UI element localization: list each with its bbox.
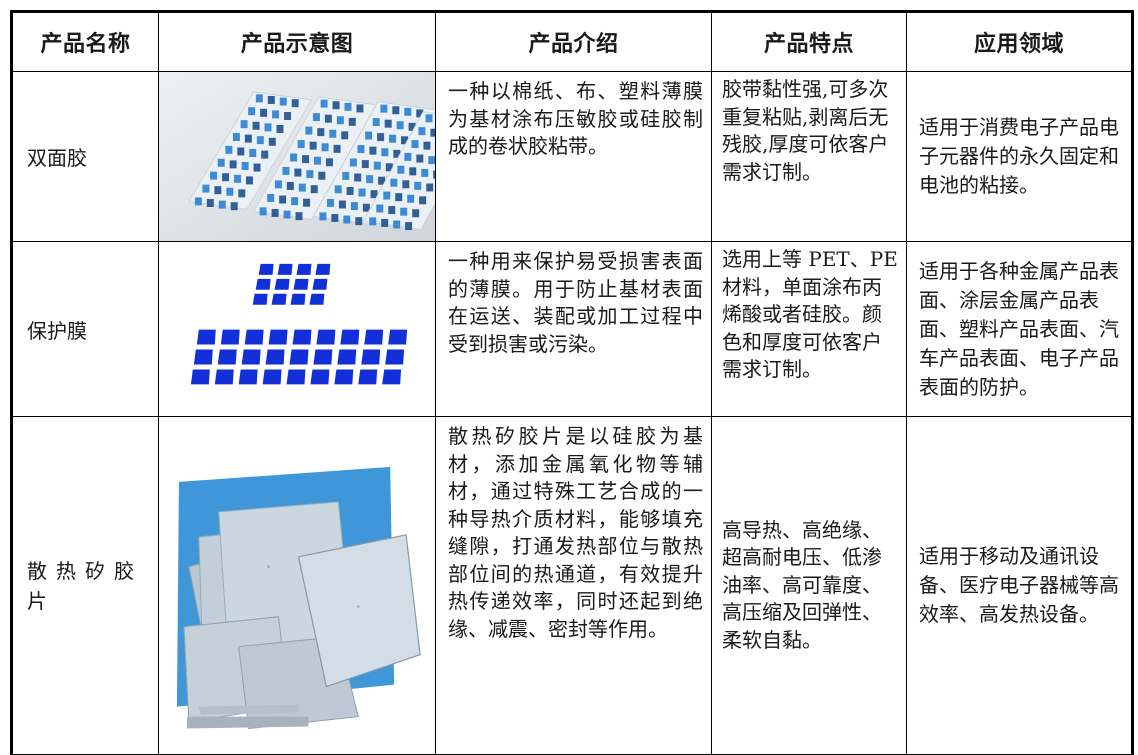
product-features-cell: 高导热、高绝缘、超高耐电压、低渗油率、高可靠度、高压缩及回弹性、柔软自黏。 <box>711 416 907 755</box>
protective-film-illustration <box>159 242 435 417</box>
thermal-silicone-pad-illustration <box>159 417 435 754</box>
header-product-name: 产品名称 <box>10 10 159 72</box>
header-product-intro: 产品介绍 <box>435 10 712 72</box>
product-image-cell <box>158 70 436 243</box>
product-name-cell: 保护膜 <box>10 241 159 418</box>
thermal-silicone-pad-image <box>159 417 435 754</box>
product-image-cell <box>158 416 436 755</box>
double-sided-tape-illustration <box>159 72 435 242</box>
table-row: 保护膜 一种用来保护易受损害表面的薄膜。用于防止基材表面在运送、装配或加工过程中… <box>10 241 1134 418</box>
application-cell: 适用于各种金属产品表面、涂层金属产品表面、塑料产品表面、汽车产品表面、电子产品表… <box>906 241 1134 418</box>
product-intro-cell: 散热矽胶片是以硅胶为基材，添加金属氧化物等辅材，通过特殊工艺合成的一种导热介质材… <box>435 416 712 755</box>
product-name-cell: 散热矽胶片 <box>10 416 159 755</box>
double-sided-tape-image <box>159 72 435 242</box>
application-cell: 适用于移动及通讯设备、医疗电子器械等高效率、高发热设备。 <box>906 416 1134 755</box>
product-name-cell: 双面胶 <box>10 70 159 243</box>
product-intro-cell: 一种以棉纸、布、塑料薄膜为基材涂布压敏胶或硅胶制成的卷状胶粘带。 <box>435 70 712 243</box>
product-intro-cell: 一种用来保护易受损害表面的薄膜。用于防止基材表面在运送、装配或加工过程中受到损害… <box>435 241 712 418</box>
table-row: 散热矽胶片 <box>10 416 1134 755</box>
product-image-cell <box>158 241 436 418</box>
product-table: 产品名称 产品示意图 产品介绍 产品特点 应用领域 双面胶 <box>10 10 1134 755</box>
header-application: 应用领域 <box>906 10 1134 72</box>
product-features-cell: 胶带黏性强,可多次重复粘贴,剥离后无残胶,厚度可依客户需求订制。 <box>711 70 907 243</box>
table-row: 双面胶 一种以棉纸、布 <box>10 70 1134 243</box>
application-cell: 适用于消费电子产品电子元器件的永久固定和电池的粘接。 <box>906 70 1134 243</box>
header-product-image: 产品示意图 <box>158 10 436 72</box>
product-features-cell: 选用上等 PET、PE 材料，单面涂布丙烯酸或者硅胶。颜色和厚度可依客户需求订制… <box>711 241 907 418</box>
header-row: 产品名称 产品示意图 产品介绍 产品特点 应用领域 <box>10 10 1134 72</box>
header-product-features: 产品特点 <box>711 10 907 72</box>
protective-film-image <box>159 242 435 417</box>
